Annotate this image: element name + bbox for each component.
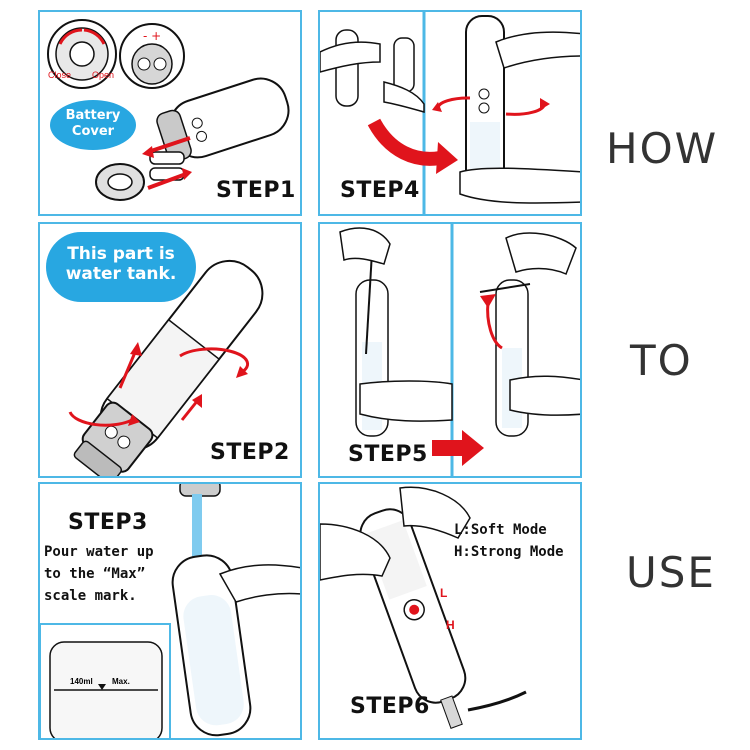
water-tank-text-line2: water tank.: [65, 264, 177, 284]
mode-low-text: L:Soft Mode: [454, 522, 547, 538]
water-tank-bubble: [46, 232, 196, 302]
marker-l: L: [440, 586, 448, 600]
close-label: Close: [48, 70, 72, 80]
side-word-use: USE: [626, 548, 716, 597]
step5-illustration: [339, 224, 580, 476]
step6-illustration: [320, 486, 527, 729]
scale-max-label: Max.: [112, 677, 130, 686]
step3-instruction-line3: scale mark.: [44, 588, 137, 604]
step4-label: STEP4: [340, 178, 420, 203]
open-label: Open: [92, 70, 115, 80]
svg-text:- +: - +: [143, 29, 161, 43]
step3-label: STEP3: [68, 510, 148, 535]
step2-illustration: [68, 259, 264, 476]
step5-label: STEP5: [348, 442, 428, 467]
panel-step1: - + Battery Cover Close Open STEP1: [38, 10, 302, 216]
panel-step6: L:Soft Mode H:Strong Mode L H STEP6: [318, 482, 582, 740]
marker-h: H: [446, 618, 455, 632]
panel-step2: This part is water tank. STEP2: [38, 222, 302, 478]
step2-label: STEP2: [210, 440, 290, 465]
step1-illustration: - +: [47, 19, 290, 201]
panel-step5: STEP5: [318, 222, 582, 478]
side-word-to: TO: [630, 336, 693, 385]
step4-illustration: [320, 12, 580, 214]
step3-instruction-line2: to the “Max”: [44, 566, 146, 582]
water-tank-text-line1: This part is: [67, 244, 175, 264]
scale-min-label: 140ml: [70, 677, 93, 686]
side-word-how: HOW: [606, 124, 719, 173]
battery-cover-text: Battery Cover: [65, 108, 121, 139]
step3-illustration: [40, 484, 300, 738]
mode-high-text: H:Strong Mode: [454, 544, 564, 560]
panel-step4: STEP4: [318, 10, 582, 216]
step6-label: STEP6: [350, 694, 430, 719]
step3-instruction-line1: Pour water up: [44, 544, 154, 560]
panel-step3: STEP3 Pour water up to the “Max” scale m…: [38, 482, 302, 740]
step1-label: STEP1: [216, 178, 296, 203]
battery-cover-bubble: [50, 100, 136, 150]
